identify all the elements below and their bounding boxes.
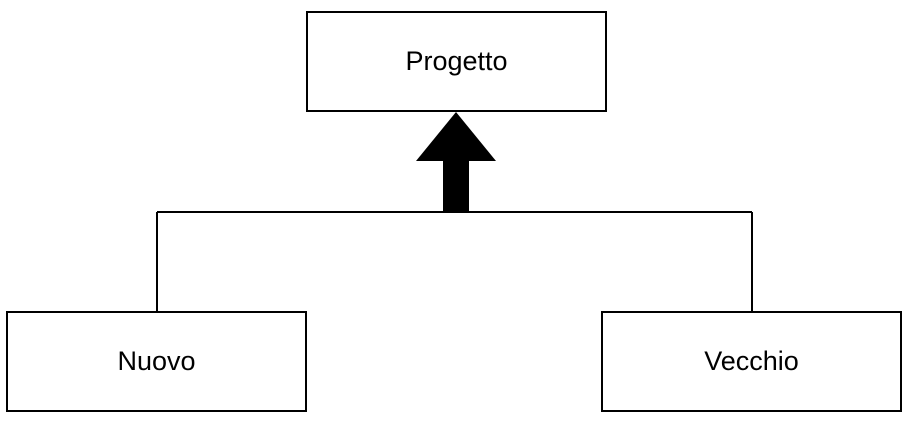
parent-node-box: Progetto — [306, 11, 607, 112]
child-node-label-left: Nuovo — [117, 346, 196, 376]
child-node-box-left: Nuovo — [6, 311, 307, 412]
parent-node-label: Progetto — [405, 46, 508, 76]
arrow-shaft — [443, 160, 469, 212]
child-node-box-right: Vecchio — [601, 311, 902, 412]
child-node-label-right: Vecchio — [704, 346, 799, 376]
arrow-head — [416, 112, 496, 161]
